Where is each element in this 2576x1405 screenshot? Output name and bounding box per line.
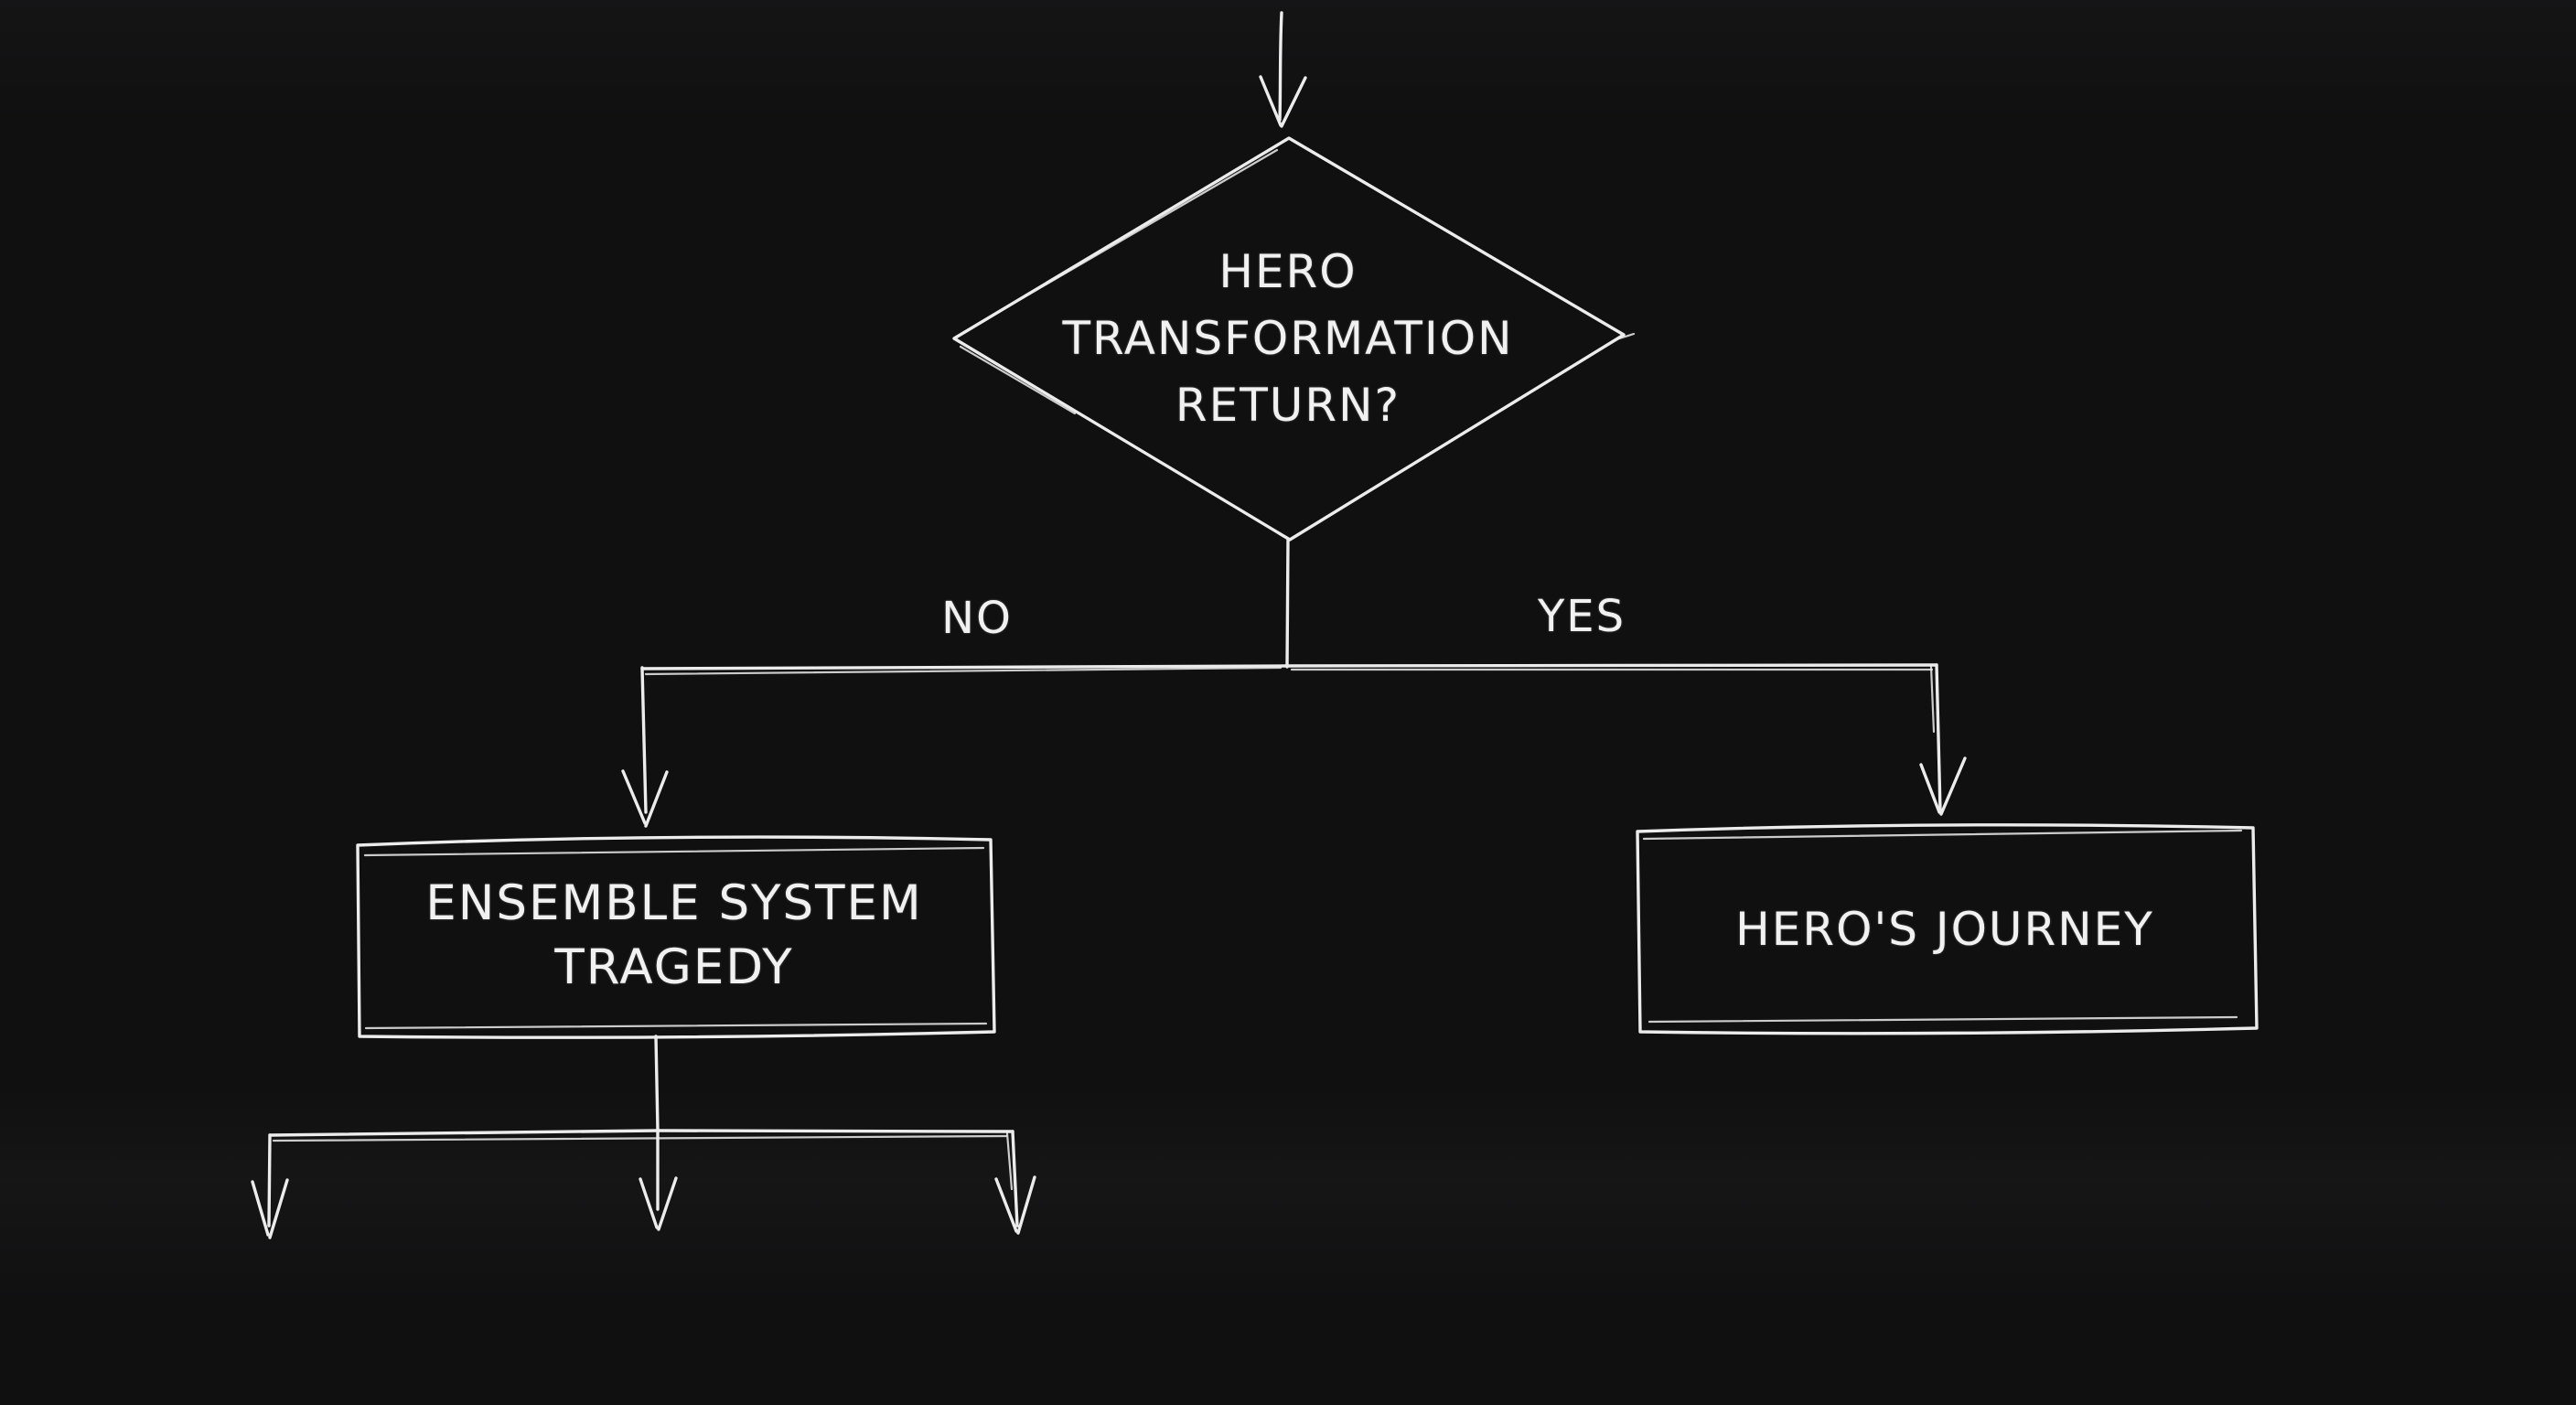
edge-label-no: NO [941,593,1013,644]
sub-branch-right-sketch-echo [1005,1132,1014,1191]
outcome-yes-box [1636,823,2259,1035]
sub-branch-right-arrowhead [994,1175,1036,1235]
outcome-no-box-sketch-echo-top [363,846,985,857]
yes-branch-shaft [1935,663,1942,812]
outcome-yes-node-label: HERO'S JOURNEY [1670,903,2219,956]
decision-node-label-line-1: HERO [1218,245,1358,298]
sub-branch-right-shaft [1011,1130,1019,1228]
outcome-no-box [356,835,996,1039]
no-branch-shaft [640,666,648,814]
edge-label-yes: YES [1537,591,1626,642]
start-arrow-head [1259,75,1307,128]
decision-diamond-outline [952,136,1626,542]
decision-stem [1285,538,1290,669]
outcome-yes-label-line-1: HERO'S JOURNEY [1735,903,2154,956]
no-branch-arrowhead [621,769,669,828]
sub-branch-mid-arrowhead [639,1176,678,1231]
branch-horizontal [640,663,1938,670]
start-arrow-shaft [1278,11,1283,122]
decision-diamond-sketch-echo-right [1612,332,1636,342]
sub-branch-stem [654,1035,660,1211]
sub-branch-horizontal-sketch-echo [272,1134,1008,1142]
decision-diamond-sketch-echo-bottom [959,345,1077,415]
decision-node-label-line-3: RETURN? [1175,379,1401,432]
branch-horizontal-sketch-echo [644,666,1934,676]
sub-branch-left-arrowhead [251,1178,289,1239]
outcome-no-label-line-2: TRAGEDY [554,939,794,995]
outcome-no-node-label: ENSEMBLE SYSTEM TRAGEDY [400,872,949,1000]
decision-node-label: HERO TRANSFORMATION RETURN? [995,239,1581,439]
outcome-yes-box-sketch-echo-bottom [1648,1015,2238,1024]
decision-node-label-line-2: TRANSFORMATION [1062,312,1514,365]
yes-branch-arrowhead [1919,756,1967,816]
yes-branch-sketch-echo [1929,665,1936,734]
outcome-no-label-line-1: ENSEMBLE SYSTEM [425,875,923,931]
sub-branch-horizontal [268,1129,1014,1137]
sub-branch-left-shaft [267,1133,272,1228]
outcome-yes-box-sketch-echo-top [1642,829,2243,841]
outcome-no-box-sketch-echo-bottom [364,1022,988,1030]
decision-diamond-sketch-echo-top [962,148,1279,334]
